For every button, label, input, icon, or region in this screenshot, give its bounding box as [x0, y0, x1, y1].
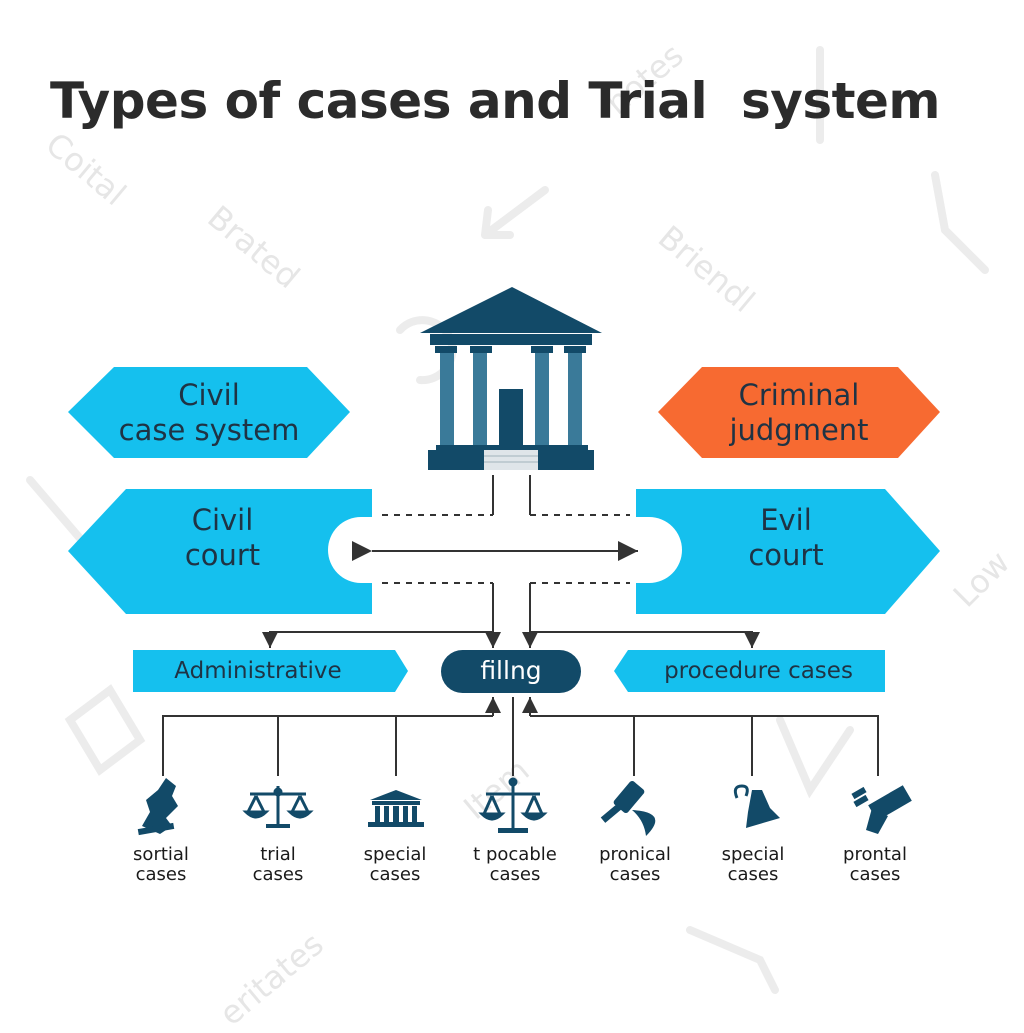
page-title: Types of cases and Trial system — [50, 72, 941, 130]
building-connectors — [262, 475, 760, 648]
courthouse-icon — [368, 790, 424, 827]
civil-case-system-node: Civil case system — [90, 372, 328, 454]
case-type-label: special cases — [688, 845, 818, 885]
civil-court-shape — [68, 489, 372, 614]
case-type-connectors — [162, 697, 879, 776]
case-type-line: cases — [489, 863, 541, 885]
chess-piece-icon — [137, 778, 178, 836]
scales-icon — [478, 777, 548, 833]
administrative-shape — [133, 650, 408, 692]
case-type-line: cases — [135, 863, 187, 885]
case-type-label: trial cases — [213, 845, 343, 885]
case-type-line: cases — [609, 863, 661, 885]
case-type-line: pronical — [599, 844, 671, 865]
gavel-icon — [600, 780, 656, 836]
watermark-shapes — [26, 46, 989, 994]
criminal-judgment-node: Criminal judgment — [680, 372, 918, 454]
case-type-line: sortial — [133, 844, 189, 865]
case-type-line: special — [721, 844, 785, 865]
scales-icon — [242, 786, 314, 828]
node-label-line: case system — [118, 413, 300, 447]
case-type-label: pronical cases — [570, 845, 700, 885]
node-label-line: Evil — [760, 502, 812, 537]
case-type-line: prontal — [843, 844, 907, 865]
courthouse-building-icon — [420, 287, 602, 470]
civil-case-system-shape — [68, 367, 350, 458]
dashed-connectors — [382, 514, 630, 584]
procedure-cases-shape — [614, 650, 885, 692]
case-type-line: cases — [727, 863, 779, 885]
hammer-icon — [851, 785, 912, 834]
case-type-line: cases — [369, 863, 421, 885]
filing-node: fillng — [480, 656, 542, 686]
node-label-line: Civil — [178, 377, 240, 412]
evil-court-node: Evil court — [686, 500, 886, 576]
bell-icon — [733, 784, 780, 828]
civil-court-node: Civil court — [120, 500, 325, 576]
node-label-line: court — [184, 538, 261, 572]
node-label-line: judgment — [729, 413, 869, 447]
procedure-cases-node: procedure cases — [664, 657, 853, 684]
case-type-line: t pocable — [473, 844, 557, 865]
case-type-label: prontal cases — [810, 845, 940, 885]
administrative-node: Administrative — [174, 657, 342, 684]
case-type-line: cases — [252, 863, 304, 885]
case-type-label: special cases — [330, 845, 460, 885]
case-type-line: cases — [849, 863, 901, 885]
node-label-line: court — [748, 538, 824, 572]
case-type-line: special — [363, 844, 427, 865]
filing-shape — [441, 650, 581, 693]
criminal-judgment-shape — [658, 367, 940, 458]
case-type-label: sortial cases — [96, 845, 226, 885]
node-label-line: Civil — [191, 502, 254, 537]
case-type-line: trial — [260, 844, 296, 865]
node-label-line: Criminal — [738, 377, 860, 412]
case-type-label: t pocable cases — [450, 845, 580, 885]
evil-court-shape — [636, 489, 940, 614]
